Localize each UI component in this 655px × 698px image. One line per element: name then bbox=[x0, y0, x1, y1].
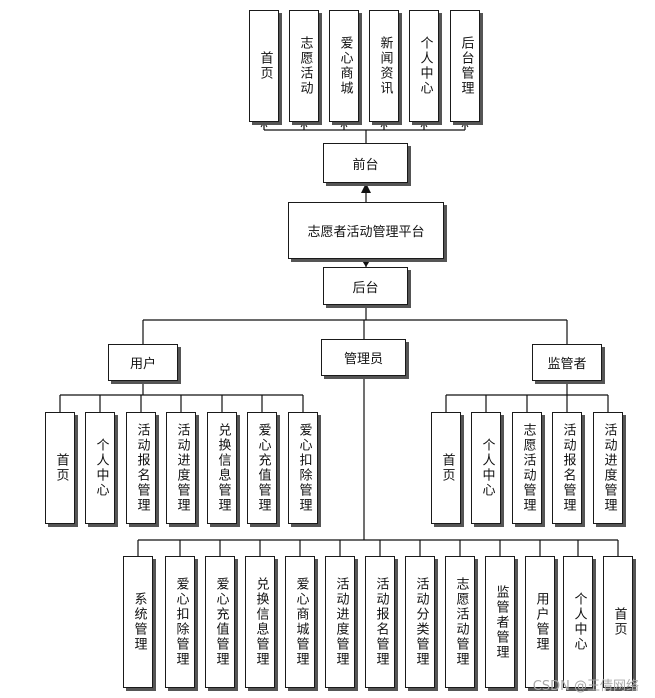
supervisor-module-0: 首页 bbox=[431, 412, 461, 524]
admin-module-3: 兑换信息管理 bbox=[245, 556, 275, 688]
frontend-module-0: 首页 bbox=[249, 10, 279, 122]
user-module-5: 爱心充值管理 bbox=[247, 412, 277, 524]
frontend-module-3: 新闻资讯 bbox=[369, 10, 399, 122]
frontend-module-2: 爱心商城 bbox=[329, 10, 359, 122]
admin-module-10: 用户管理 bbox=[525, 556, 555, 688]
supervisor-module-2: 志愿活动管理 bbox=[512, 412, 542, 524]
admin-module-8: 志愿活动管理 bbox=[445, 556, 475, 688]
user-node: 用户 bbox=[108, 344, 178, 381]
frontend-arrow-1 bbox=[300, 121, 308, 128]
supervisor-module-1: 个人中心 bbox=[471, 412, 501, 524]
frontend-node: 前台 bbox=[323, 143, 408, 183]
backend-node: 后台 bbox=[323, 267, 408, 305]
admin-node: 管理员 bbox=[321, 339, 406, 376]
admin-module-4: 爱心商城管理 bbox=[285, 556, 315, 688]
admin-module-11: 个人中心 bbox=[563, 556, 593, 688]
admin-module-1: 爱心扣除管理 bbox=[165, 556, 195, 688]
frontend-arrow-4 bbox=[420, 121, 428, 128]
frontend-arrow-0 bbox=[260, 121, 268, 128]
admin-module-6: 活动报名管理 bbox=[365, 556, 395, 688]
user-module-4: 兑换信息管理 bbox=[207, 412, 237, 524]
user-module-3: 活动进度管理 bbox=[166, 412, 196, 524]
platform-down-arrow bbox=[361, 259, 371, 267]
platform-node: 志愿者活动管理平台 bbox=[288, 202, 444, 259]
frontend-arrow-5 bbox=[461, 121, 469, 128]
frontend-arrow-2 bbox=[340, 121, 348, 128]
admin-module-0: 系统管理 bbox=[123, 556, 153, 688]
frontend-module-1: 志愿活动 bbox=[289, 10, 319, 122]
supervisor-node: 监管者 bbox=[532, 344, 602, 381]
supervisor-module-3: 活动报名管理 bbox=[552, 412, 582, 524]
user-module-0: 首页 bbox=[45, 412, 75, 524]
user-module-6: 爱心扣除管理 bbox=[288, 412, 318, 524]
frontend-arrow-3 bbox=[380, 121, 388, 128]
admin-module-7: 活动分类管理 bbox=[405, 556, 435, 688]
platform-up-arrow bbox=[361, 183, 371, 193]
admin-module-12: 首页 bbox=[603, 556, 633, 688]
frontend-module-4: 个人中心 bbox=[409, 10, 439, 122]
admin-module-9: 监管者管理 bbox=[485, 556, 515, 688]
watermark: CSDN @王倩网络 bbox=[532, 679, 639, 694]
supervisor-module-4: 活动进度管理 bbox=[593, 412, 623, 524]
user-module-1: 个人中心 bbox=[85, 412, 115, 524]
admin-module-5: 活动进度管理 bbox=[325, 556, 355, 688]
admin-module-2: 爱心充值管理 bbox=[205, 556, 235, 688]
user-module-2: 活动报名管理 bbox=[126, 412, 156, 524]
frontend-module-5: 后台管理 bbox=[450, 10, 480, 122]
